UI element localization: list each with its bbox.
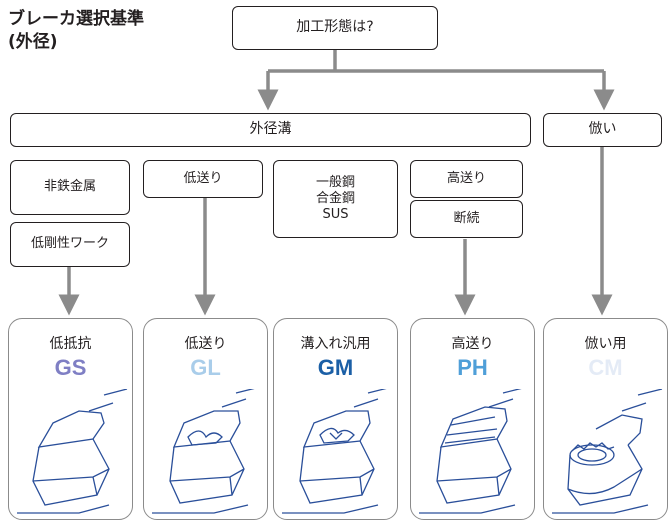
- outer-groove-label: 外径溝: [249, 121, 292, 138]
- breaker-gl-code: GL: [190, 355, 221, 380]
- general-steel-line-3: SUS: [322, 207, 349, 223]
- low-rigidity-label: 低剛性ワーク: [30, 236, 109, 252]
- general-steel-line-1: 一般鋼: [315, 174, 355, 190]
- breaker-card-gm: 溝入れ汎用 GM: [273, 318, 398, 520]
- general-steel-box: 一般鋼 合金鋼 SUS: [273, 160, 398, 238]
- breaker-gl-label: 低送り: [184, 336, 227, 352]
- high-feed-label: 高送り: [446, 170, 486, 186]
- insert-ph-illustration: [419, 389, 522, 514]
- insert-cm-illustration: [552, 389, 663, 514]
- insert-gs-illustration: [17, 389, 128, 514]
- high-feed-box: 高送り: [410, 160, 523, 198]
- nonferrous-label: 非鉄金属: [43, 179, 96, 195]
- outer-groove-box: 外径溝: [10, 113, 531, 147]
- breaker-card-gs: 低抵抗 GS: [8, 318, 133, 520]
- breaker-gm-label: 溝入れ汎用: [300, 336, 371, 352]
- root-question-label: 加工形態は?: [296, 19, 374, 36]
- breaker-ph-code: PH: [457, 355, 488, 380]
- copying-box: 倣い: [543, 113, 662, 147]
- general-steel-line-2: 合金鋼: [315, 190, 355, 206]
- title-line-2: (外径): [8, 31, 58, 52]
- copying-label: 倣い: [588, 121, 617, 138]
- low-feed-label: 低送り: [183, 170, 223, 186]
- interrupted-label: 断続: [453, 210, 480, 226]
- page-title: ブレーカ選択基準 (外径): [8, 8, 144, 54]
- insert-gm-illustration: [282, 389, 387, 514]
- breaker-gs-code: GS: [54, 355, 87, 380]
- low-feed-box: 低送り: [143, 160, 263, 198]
- breaker-gs-label: 低抵抗: [49, 336, 92, 352]
- breaker-card-ph: 高送り PH: [410, 318, 535, 520]
- breaker-ph-label: 高送り: [451, 336, 494, 352]
- nonferrous-box: 非鉄金属: [10, 160, 130, 215]
- low-rigidity-box: 低剛性ワーク: [10, 222, 130, 267]
- title-line-1: ブレーカ選択基準: [8, 9, 144, 29]
- root-question-box: 加工形態は?: [232, 6, 438, 50]
- breaker-card-gl: 低送り GL: [143, 318, 268, 520]
- breaker-cm-label: 倣い用: [584, 336, 627, 352]
- breaker-card-cm: 倣い用 CM: [543, 318, 668, 520]
- breaker-gm-code: GM: [317, 355, 354, 380]
- interrupted-box: 断続: [410, 200, 523, 238]
- breaker-cm-code: CM: [588, 355, 623, 380]
- insert-gl-illustration: [152, 389, 255, 514]
